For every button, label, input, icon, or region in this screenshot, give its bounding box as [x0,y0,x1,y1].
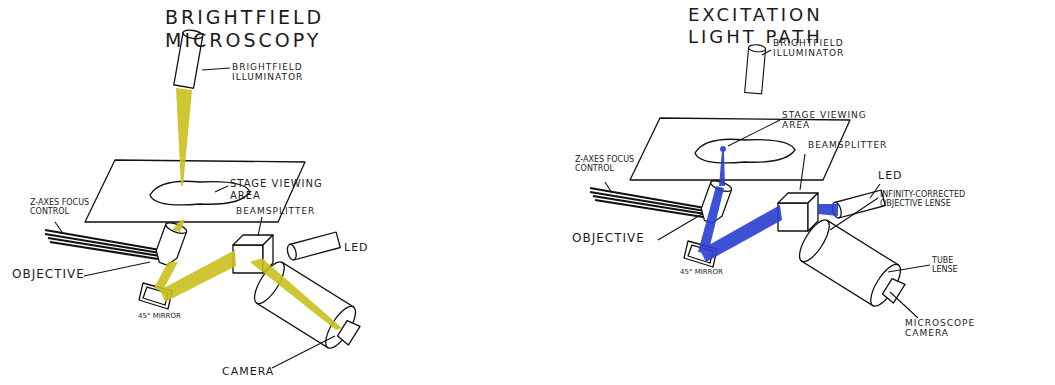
part-label: CAMERA [222,366,302,379]
part-label: LED [878,170,918,183]
part-label: 45° MIRROR [680,268,750,276]
part-label: Z-AXES FOCUS CONTROL [575,155,655,173]
part-label: STAGE VIEWING AREA [782,110,887,131]
part-label: 45° MIRROR [138,312,208,320]
part-label: OBJECTIVE [572,232,662,246]
part-label: Z-AXES FOCUS CONTROL [30,198,108,216]
illuminator [745,44,766,94]
panel-title: BRIGHTFIELD MICROSCOPY [165,6,365,52]
microscope-apparatus [45,160,367,356]
leader-lines [55,50,930,368]
brightfield-beam [154,88,342,330]
part-label: BRIGHTFIELD ILLUMINATOR [232,62,322,83]
part-label: MICROSCOPE CAMERA [905,318,985,339]
part-label: OBJECTIVE [12,268,102,282]
part-label: STAGE VIEWING AREA [230,178,335,201]
part-label: LED [344,242,384,255]
excitation-beam [698,146,838,262]
part-label: BEAMSPLITTER [236,206,336,216]
part-label: INFINITY-CORRECTED OBJECTIVE LENSE [880,190,1000,208]
microscope-apparatus [590,118,912,314]
part-label: BEAMSPLITTER [808,140,908,150]
part-label: TUBE LENSE [932,256,980,274]
part-label: BRIGHTFIELD ILLUMINATOR [773,38,863,59]
